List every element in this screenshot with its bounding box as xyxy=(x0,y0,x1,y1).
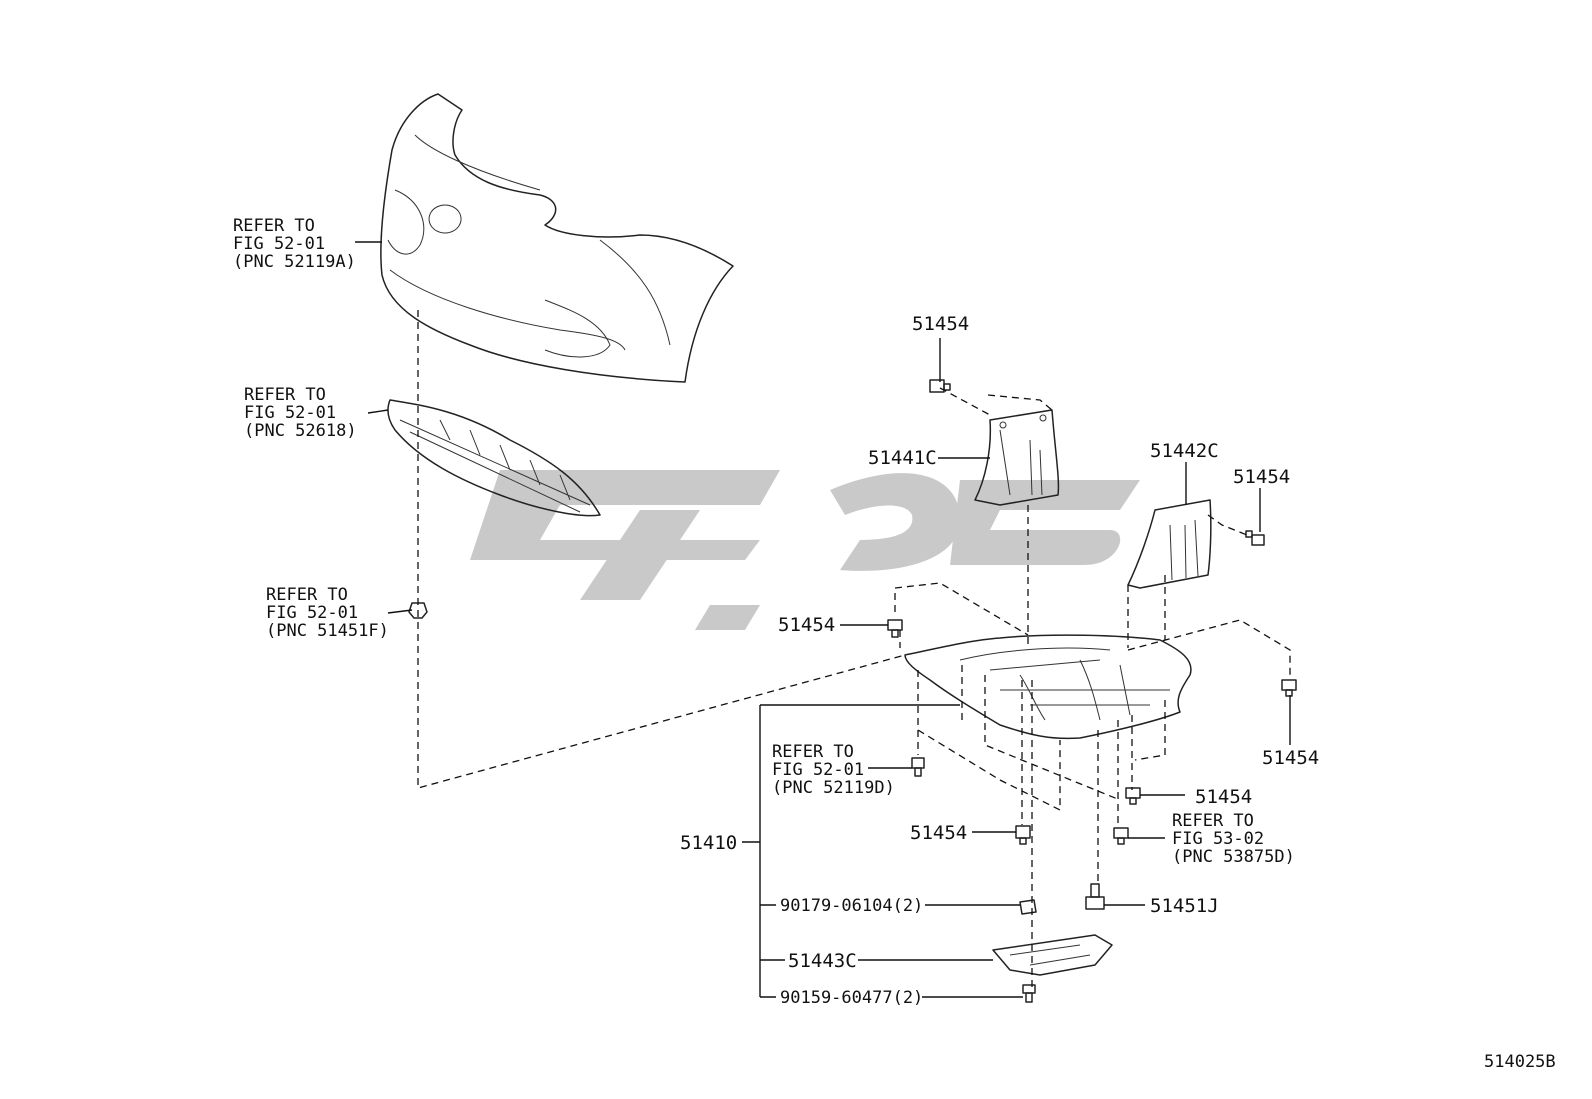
label-51443c: 51443C xyxy=(788,950,857,972)
label-51454-bottom-right: 51454 xyxy=(1195,786,1252,808)
refer-grille-line1: REFER TO xyxy=(244,385,326,405)
refer-52119d-line2: FIG 52-01 xyxy=(772,760,864,780)
assembly-lines xyxy=(417,310,1291,990)
label-51454-top: 51454 xyxy=(912,313,969,335)
screw-51454-top xyxy=(929,379,951,393)
label-51442c: 51442C xyxy=(1150,440,1219,462)
label-51454-right: 51454 xyxy=(1262,747,1319,769)
refer-52119d-line3: (PNC 52119D) xyxy=(772,778,895,798)
leader-lines xyxy=(355,241,1291,998)
bolt-51451j xyxy=(1085,883,1105,910)
refer-53875d-line1: REFER TO xyxy=(1172,811,1254,831)
label-51454-right-top: 51454 xyxy=(1233,466,1290,488)
clip-51451f xyxy=(408,602,428,619)
bracket-51441c xyxy=(974,409,1060,506)
screw-51454-bottom-right xyxy=(1125,787,1141,805)
refer-grille-line3: (PNC 52618) xyxy=(244,421,357,441)
refer-clip-line3: (PNC 51451F) xyxy=(266,621,389,641)
label-90179: 90179-06104(2) xyxy=(780,896,923,916)
label-51441c: 51441C xyxy=(868,447,937,469)
refer-clip-line1: REFER TO xyxy=(266,585,348,605)
diagram-code: 514025B xyxy=(1484,1052,1556,1072)
watermark-logo xyxy=(470,470,1140,630)
nut-90179 xyxy=(1019,899,1037,915)
refer-bumper-line2: FIG 52-01 xyxy=(233,234,325,254)
front-bumper-cover xyxy=(380,93,734,383)
bolt-52119d xyxy=(911,757,925,777)
label-90159: 90159-60477(2) xyxy=(780,988,923,1008)
bolt-90159 xyxy=(1022,984,1036,1003)
bracket-51442c xyxy=(1127,499,1212,589)
label-51454-left: 51454 xyxy=(778,614,835,636)
refer-bumper-line1: REFER TO xyxy=(233,216,315,236)
label-51410: 51410 xyxy=(680,832,737,854)
screw-51454-right xyxy=(1281,679,1297,697)
engine-under-cover xyxy=(904,634,1192,740)
refer-clip-line2: FIG 52-01 xyxy=(266,603,358,623)
refer-53875d-line2: FIG 53-02 xyxy=(1172,829,1264,849)
fasteners xyxy=(887,379,1297,1003)
label-51451j: 51451J xyxy=(1150,895,1219,917)
refer-53875d-line3: (PNC 53875D) xyxy=(1172,847,1295,867)
label-51454-center: 51454 xyxy=(910,822,967,844)
lower-grille xyxy=(387,399,601,517)
refer-grille-line2: FIG 52-01 xyxy=(244,403,336,423)
callout-labels: REFER TO FIG 52-01 (PNC 52119A) REFER TO… xyxy=(233,216,1556,1072)
screw-51454-right-top xyxy=(1245,530,1265,546)
screw-51454-center xyxy=(1015,825,1031,845)
cover-plate-51443c xyxy=(992,934,1113,976)
refer-bumper-line3: (PNC 52119A) xyxy=(233,252,356,272)
screw-53875d xyxy=(1113,827,1129,845)
refer-52119d-line1: REFER TO xyxy=(772,742,854,762)
